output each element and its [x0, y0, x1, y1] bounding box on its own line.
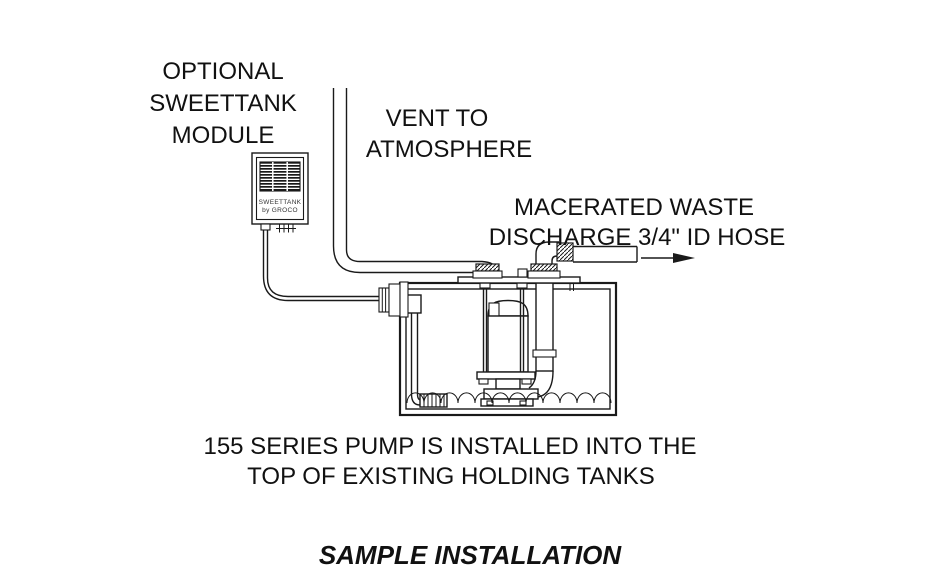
inlet-body: [388, 283, 401, 317]
footer-title: SAMPLE INSTALLATION: [319, 540, 623, 570]
rod-nut-bottom-left: [478, 378, 489, 385]
vent-label-line1: VENT TO: [386, 105, 489, 132]
labels: OPTIONAL SWEETTANK MODULE VENT TO ATMOSP…: [149, 58, 785, 570]
rod-nut-bottom-right: [521, 378, 532, 385]
vent-label-line2: ATMOSPHERE: [366, 136, 532, 163]
module-tube: [262, 230, 381, 302]
flow-arrow: [641, 253, 695, 263]
module-label-line1: OPTIONAL: [162, 58, 283, 85]
discharge-hose: [573, 245, 638, 263]
sweettank-module: SWEETTANK by GROCO: [251, 152, 309, 233]
discharge-label-line2: DISCHARGE 3/4" ID HOSE: [489, 224, 786, 251]
module-label-line2: SWEETTANK: [149, 90, 297, 117]
plate-bolt: [517, 268, 528, 278]
pump-base-plate: [480, 398, 534, 407]
discharge-flange: [527, 270, 561, 279]
tube-elbow-inner: [528, 370, 537, 389]
module-tube-inner: [266, 230, 381, 298]
module-label-line3: MODULE: [172, 122, 275, 149]
module-badge-line1: SWEETTANK: [259, 199, 302, 206]
discharge-tube: [535, 282, 554, 372]
inlet-barb-ribs: [381, 288, 387, 312]
plate-stud: [569, 283, 574, 291]
vent-fitting-nut: [475, 263, 500, 272]
pump-bracket: [476, 371, 536, 380]
module-badge-line2: by GROCO: [262, 207, 298, 214]
rod-nut-top-right: [516, 282, 528, 289]
vent-fitting-flange: [472, 270, 503, 279]
vent-pipe-outer: [332, 88, 477, 274]
caption-line1: 155 SERIES PUMP IS INSTALLED INTO THE: [203, 433, 696, 460]
module-pins: [276, 224, 296, 233]
discharge-nut: [530, 263, 558, 272]
support-rods: [482, 283, 525, 372]
rod-nut-top-left: [479, 282, 491, 289]
caption-line2: TOP OF EXISTING HOLDING TANKS: [247, 463, 655, 490]
inlet-elbow-inside: [406, 294, 422, 314]
discharge-elbow-outer: [535, 241, 559, 264]
base-foot-left: [486, 400, 494, 406]
pump-neck: [495, 378, 521, 390]
hose-fitting: [556, 242, 574, 262]
module-grille-icon: [259, 161, 301, 192]
intake-drop-pipe: [406, 294, 448, 408]
module-tube-outer: [262, 230, 381, 302]
inlet-fitting: [378, 281, 409, 318]
mounting-plate: [457, 268, 581, 291]
water-line: [406, 392, 612, 404]
vent-pipe: [332, 88, 503, 279]
pump-assembly: [476, 282, 557, 407]
discharge-assembly: [527, 241, 695, 279]
motor-terminal: [488, 302, 500, 317]
inlet-barb: [378, 287, 390, 313]
discharge-label-line1: MACERATED WASTE: [514, 194, 754, 221]
grille-dividers: [272, 162, 288, 191]
arrow-head-icon: [673, 253, 695, 263]
inlet-wall-flange: [399, 281, 409, 318]
module-wire-cap: [260, 223, 271, 231]
base-foot-right: [519, 400, 527, 406]
tube-coupling: [532, 349, 557, 358]
motor-body: [487, 315, 529, 373]
